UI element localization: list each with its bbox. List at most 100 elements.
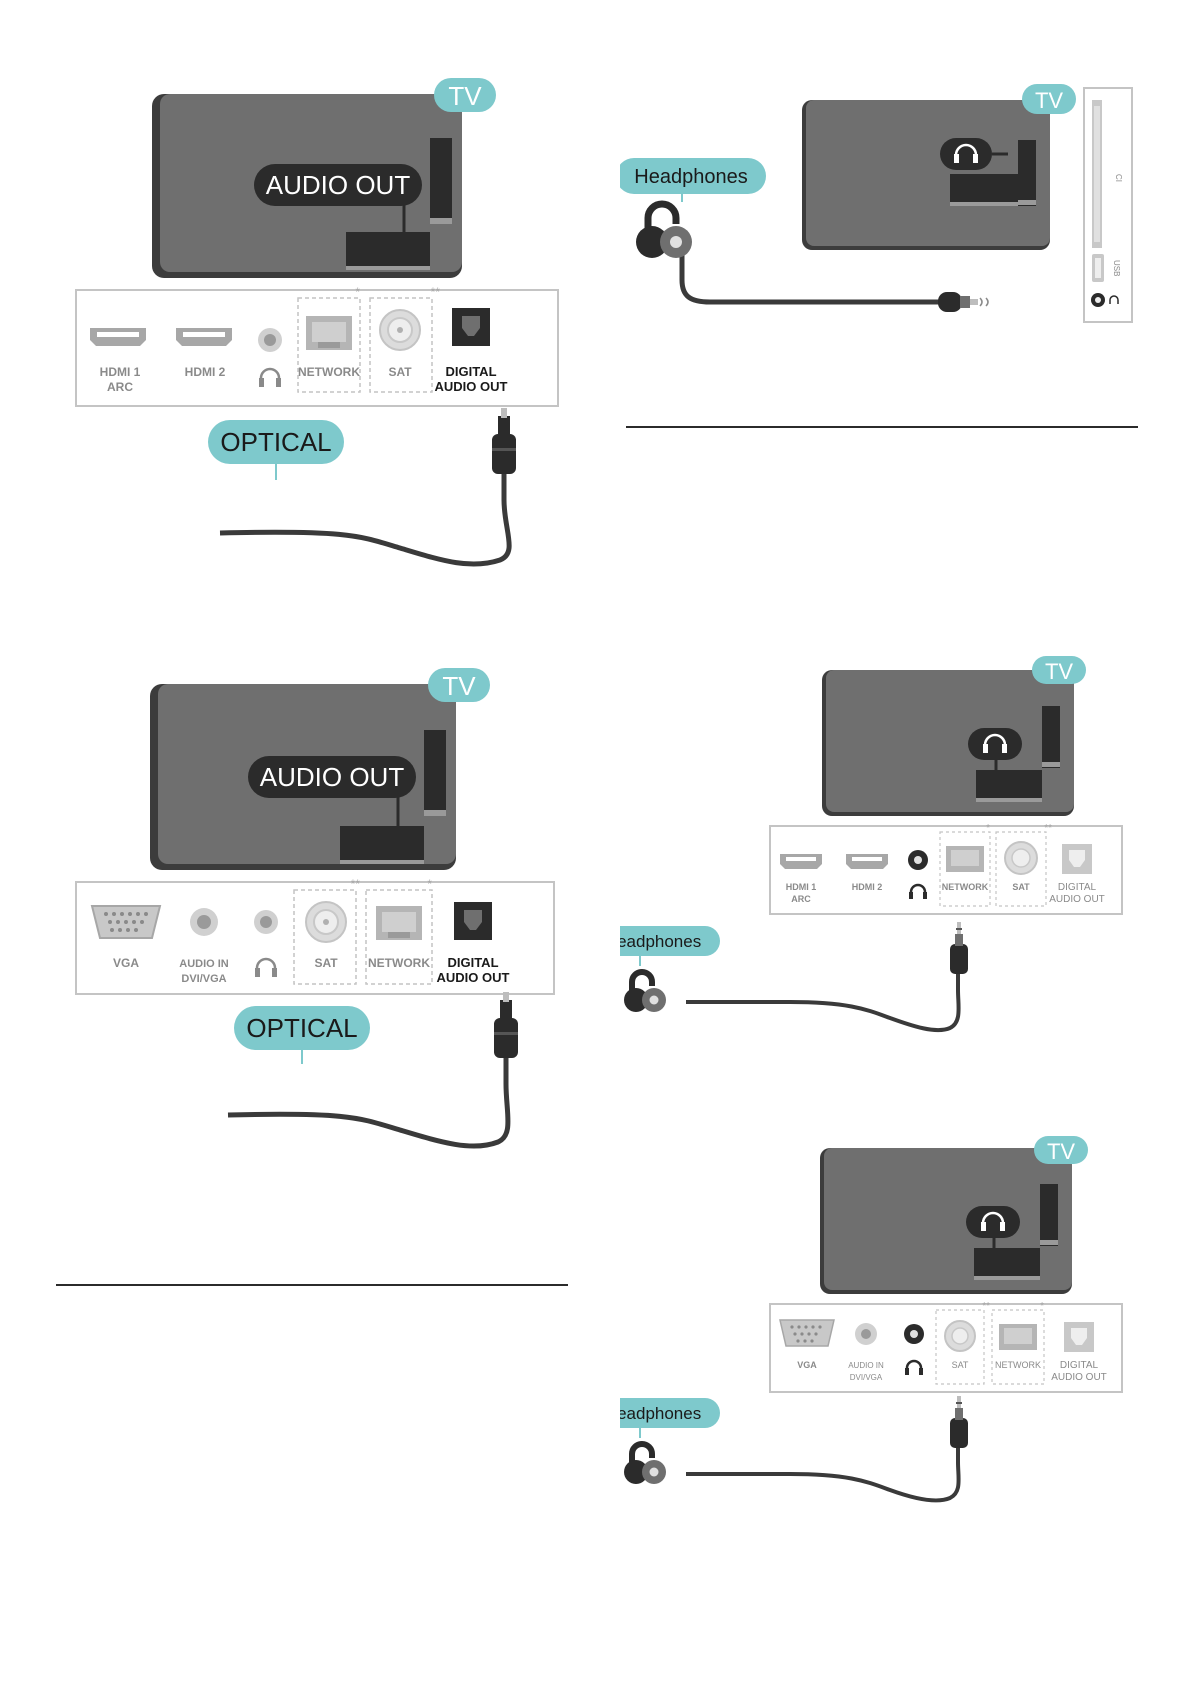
headphone-icon: [954, 143, 978, 163]
hdmi2-port: [846, 854, 888, 869]
svg-text:Headphones: Headphones: [620, 932, 701, 951]
svg-text:AUDIO OUT: AUDIO OUT: [435, 379, 508, 394]
sat-port: [305, 901, 347, 943]
svg-text:TV: TV: [448, 81, 482, 111]
svg-text:AUDIO OUT: AUDIO OUT: [1049, 894, 1105, 905]
hdmi1-port: [780, 854, 822, 869]
svg-text:SAT: SAT: [952, 1360, 969, 1370]
diagram-headphones-vga: TV VGA AUDIO IN DVI/VGA **: [620, 1136, 1123, 1503]
digital-audio-out-port: [1062, 844, 1092, 874]
small-headphone-icon: [905, 1359, 923, 1375]
svg-text:AUDIO OUT: AUDIO OUT: [437, 970, 510, 985]
svg-text:DIGITAL: DIGITAL: [445, 364, 496, 379]
optical-cable: [227, 992, 518, 1149]
headphone-cable: [686, 1396, 968, 1503]
headphone-jack: [1091, 293, 1105, 307]
svg-text:TV: TV: [1035, 88, 1063, 113]
svg-text:HDMI 2: HDMI 2: [185, 365, 226, 379]
headphone-jack: [904, 1324, 924, 1344]
svg-text:VGA: VGA: [113, 956, 139, 970]
diagram-headphones-side: TV CI USB Headphones: [620, 84, 1133, 323]
svg-text:SAT: SAT: [314, 956, 338, 970]
svg-text:HDMI 1: HDMI 1: [786, 882, 817, 892]
svg-text:*: *: [355, 285, 360, 299]
svg-text:NETWORK: NETWORK: [942, 882, 989, 892]
headphone-jack: [254, 910, 278, 934]
digital-audio-out-port: [1064, 1322, 1094, 1352]
svg-text:DVI/VGA: DVI/VGA: [181, 973, 226, 985]
svg-text:DIGITAL: DIGITAL: [1058, 882, 1097, 893]
headphone-icon: [981, 1211, 1005, 1231]
svg-text:HDMI 2: HDMI 2: [852, 882, 883, 892]
svg-text:VGA: VGA: [797, 1360, 817, 1370]
small-headphone-icon: [909, 883, 927, 899]
svg-text:**: **: [982, 1301, 990, 1312]
audio-in-port: [855, 1323, 877, 1345]
svg-text:AUDIO OUT: AUDIO OUT: [1051, 1372, 1107, 1383]
audio-out-callout: AUDIO OUT: [248, 756, 416, 798]
svg-text:*: *: [1040, 1301, 1044, 1312]
network-port: [306, 316, 352, 350]
tv-badge: TV: [1032, 656, 1086, 684]
optical-cable: [219, 408, 516, 567]
svg-text:DIGITAL: DIGITAL: [447, 955, 498, 970]
headphone-callout: [940, 138, 1008, 170]
hdmi1-port: [90, 328, 146, 346]
svg-text:*: *: [986, 823, 990, 834]
svg-text:TV: TV: [1045, 659, 1073, 684]
vga-port: [90, 905, 162, 939]
tv-illustration: [822, 670, 1074, 816]
optical-cable-label: OPTICAL: [208, 420, 344, 480]
headphone-plug-icon: [624, 1441, 666, 1484]
audio-out-callout: AUDIO OUT: [254, 164, 422, 206]
svg-text:AUDIO OUT: AUDIO OUT: [266, 170, 411, 200]
svg-text:**: **: [1044, 823, 1052, 834]
small-headphone-icon: [1109, 295, 1119, 304]
headphone-icon: [983, 733, 1007, 753]
hdmi2-port: [176, 328, 232, 346]
connector-panel: HDMI 1 ARC HDMI 2 * NETWORK ** SAT: [769, 823, 1123, 915]
headphone-plug-icon: [636, 200, 692, 258]
audio-in-port: [190, 908, 218, 936]
svg-text:OPTICAL: OPTICAL: [220, 427, 331, 457]
headphone-icon: [259, 367, 281, 387]
network-port: [999, 1324, 1037, 1350]
svg-text:NETWORK: NETWORK: [995, 1360, 1041, 1370]
connector-panel: VGA AUDIO IN DVI/VGA ** SAT *: [75, 877, 555, 995]
headphones-label: Headphones: [620, 926, 720, 966]
optical-cable-label: OPTICAL: [234, 1006, 370, 1064]
headphones-label: Headphones: [620, 1398, 720, 1438]
svg-text:ARC: ARC: [791, 894, 811, 904]
tv-illustration: [820, 1148, 1072, 1294]
tv-badge: TV: [434, 78, 496, 112]
tv-badge: TV: [1022, 84, 1076, 114]
side-connector-panel: CI USB: [1083, 87, 1133, 323]
vga-port: [779, 1319, 835, 1347]
digital-audio-out-port: [454, 902, 492, 940]
svg-text:AUDIO OUT: AUDIO OUT: [260, 762, 405, 792]
svg-text:NETWORK: NETWORK: [368, 956, 430, 970]
headphone-cable: [679, 246, 989, 312]
svg-text:DIGITAL: DIGITAL: [1060, 1360, 1099, 1371]
headphone-callout: [968, 728, 1022, 760]
network-port: [946, 846, 984, 872]
sat-port: [379, 309, 421, 351]
svg-text:NETWORK: NETWORK: [298, 365, 360, 379]
diagram-optical-vga: TV AUDIO OUT VGA AUDIO IN DVI/VGA: [75, 668, 555, 1149]
headphone-cable: [686, 922, 968, 1033]
svg-text:**: **: [351, 877, 361, 891]
headphone-jack: [908, 850, 928, 870]
svg-text:CI: CI: [1114, 174, 1123, 182]
diagram-headphones-hdmi: TV HDMI 1 ARC HDMI 2 * NETWORK: [620, 656, 1123, 1033]
svg-text:AUDIO IN: AUDIO IN: [848, 1361, 884, 1370]
svg-text:OPTICAL: OPTICAL: [246, 1013, 357, 1043]
svg-text:*: *: [427, 877, 432, 891]
tv-badge: TV: [1034, 1136, 1088, 1164]
headphone-callout: [966, 1206, 1020, 1238]
headphone-plug-icon: [624, 969, 666, 1012]
headphone-icon: [255, 957, 277, 977]
svg-text:Headphones: Headphones: [620, 1404, 701, 1423]
svg-text:TV: TV: [1047, 1139, 1075, 1164]
connector-panel: HDMI 1 ARC HDMI 2 * NETWORK **: [75, 285, 559, 407]
svg-text:SAT: SAT: [1012, 882, 1030, 892]
